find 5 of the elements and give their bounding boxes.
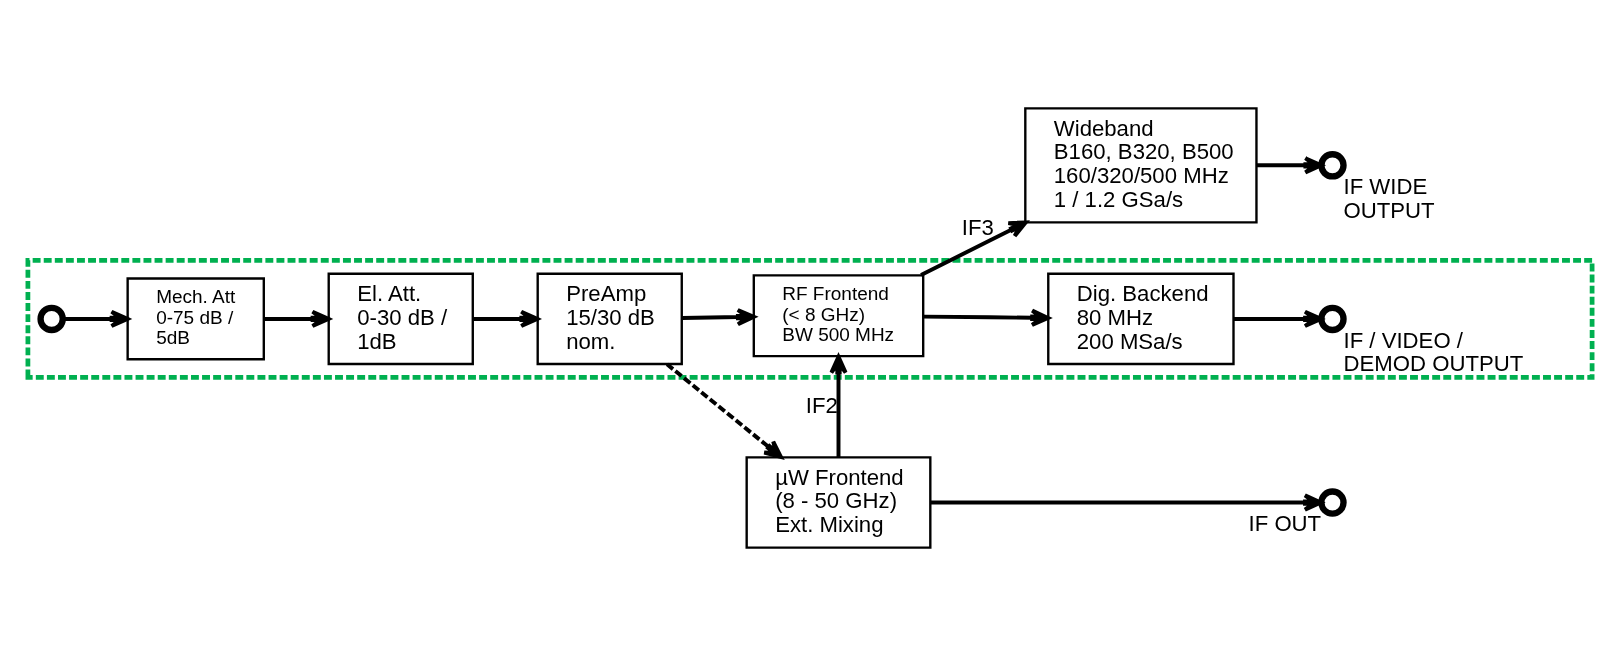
edge-label: IF2 (805, 392, 838, 418)
node-label: IF / VIDEO / DEMOD OUTPUT (1343, 327, 1524, 376)
edge-label: IF3 (961, 214, 994, 240)
node-label: IF WIDE OUTPUT (1343, 173, 1435, 223)
node-label: IF OUT (1248, 510, 1322, 536)
